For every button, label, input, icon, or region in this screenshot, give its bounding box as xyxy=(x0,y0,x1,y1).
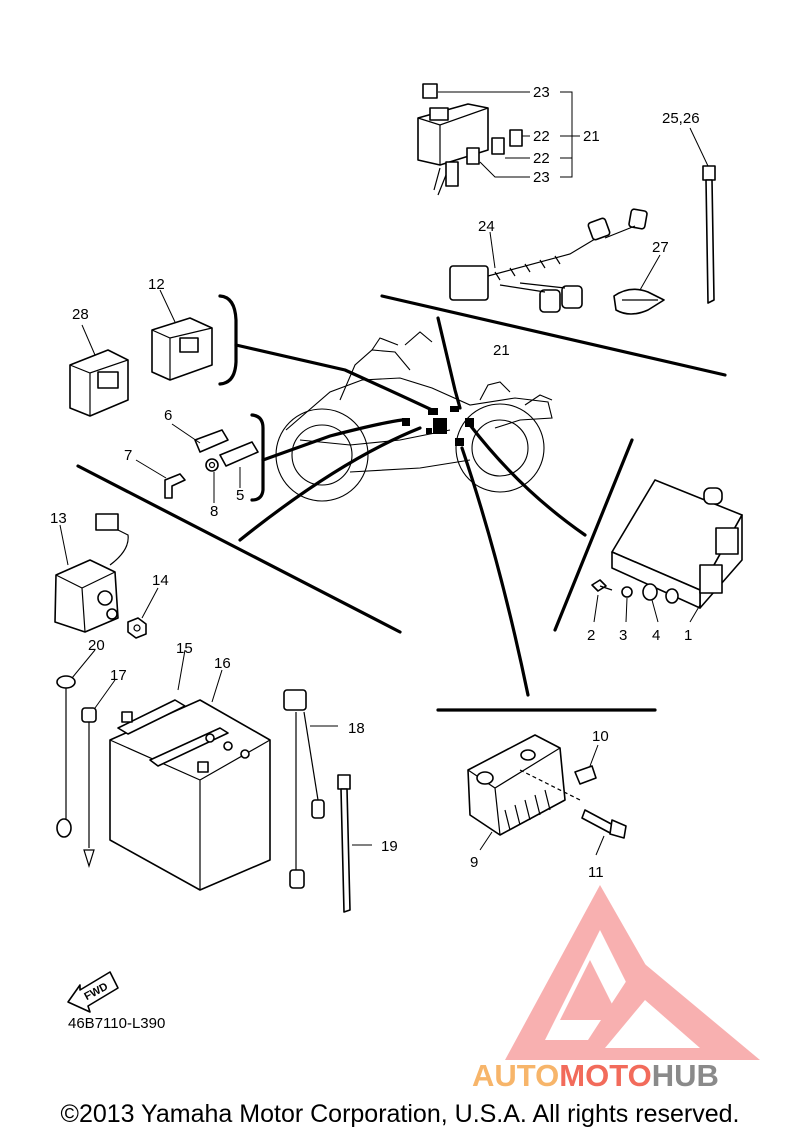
callout-9: 9 xyxy=(470,854,478,871)
motorcycle-outline xyxy=(275,331,553,502)
callout-7: 7 xyxy=(124,447,132,464)
callout-24: 24 xyxy=(478,218,495,235)
callout-19: 19 xyxy=(381,838,398,855)
wordmark-auto: AUTO xyxy=(472,1058,559,1093)
automotohub-logo xyxy=(505,885,760,1060)
callout-22-upper: 22 xyxy=(533,128,550,145)
harness-clip xyxy=(613,254,665,315)
fittings xyxy=(135,423,259,503)
battery-lead-17 xyxy=(81,679,116,869)
callout-1: 1 xyxy=(684,627,692,644)
relay-28 xyxy=(69,324,129,417)
callout-27: 27 xyxy=(652,239,669,256)
nut-14 xyxy=(127,587,159,639)
automotohub-wordmark: AUTOMOTOHUB xyxy=(472,1058,719,1093)
sensor-lead-18 xyxy=(283,689,338,889)
relay-12 xyxy=(151,289,213,381)
callout-8: 8 xyxy=(210,503,218,520)
callout-12: 12 xyxy=(148,276,165,293)
callout-11: 11 xyxy=(588,864,604,881)
ecu xyxy=(591,479,743,623)
callout-4: 4 xyxy=(652,627,660,644)
fuse-box-leaders xyxy=(438,91,580,178)
starter-relay xyxy=(54,513,129,633)
callout-3: 3 xyxy=(619,627,627,644)
callout-18: 18 xyxy=(348,720,365,737)
callout-10: 10 xyxy=(592,728,609,745)
callout-17: 17 xyxy=(110,667,127,684)
callout-13: 13 xyxy=(50,510,67,527)
callout-22-lower: 22 xyxy=(533,150,550,167)
group-leader-lines xyxy=(76,294,727,712)
callout-6: 6 xyxy=(164,407,172,424)
wordmark-moto: MOTO xyxy=(559,1058,651,1093)
callout-15: 15 xyxy=(176,640,193,657)
callout-20: 20 xyxy=(88,637,105,654)
callout-2: 2 xyxy=(587,627,595,644)
callout-16: 16 xyxy=(214,655,231,672)
cable-tie xyxy=(689,127,716,304)
callout-labels: 23 22 21 22 23 25,26 24 27 21 12 28 6 7 … xyxy=(50,84,700,881)
callout-28: 28 xyxy=(72,306,89,323)
callout-23-bottom: 23 xyxy=(533,169,550,186)
copyright-notice: ©2013 Yamaha Motor Corporation, U.S.A. A… xyxy=(60,1100,740,1128)
callout-5: 5 xyxy=(236,487,244,504)
callout-14: 14 xyxy=(152,572,169,589)
callout-25-26: 25,26 xyxy=(662,110,700,127)
diagram-code: 46B7110-L390 xyxy=(68,1015,166,1032)
fwd-arrow-icon: FWD xyxy=(67,971,119,1013)
callout-21-bike: 21 xyxy=(493,342,510,359)
callout-23-top: 23 xyxy=(533,84,550,101)
part-locations xyxy=(402,406,474,446)
cable-tie-19 xyxy=(337,774,372,913)
battery xyxy=(109,649,271,891)
wordmark-hub: HUB xyxy=(652,1058,719,1093)
fuse-icon xyxy=(422,83,523,165)
wire-harness xyxy=(449,208,648,313)
regulator xyxy=(467,734,627,856)
callout-21-fusebox: 21 xyxy=(583,128,600,145)
battery-lead-20 xyxy=(56,649,96,838)
